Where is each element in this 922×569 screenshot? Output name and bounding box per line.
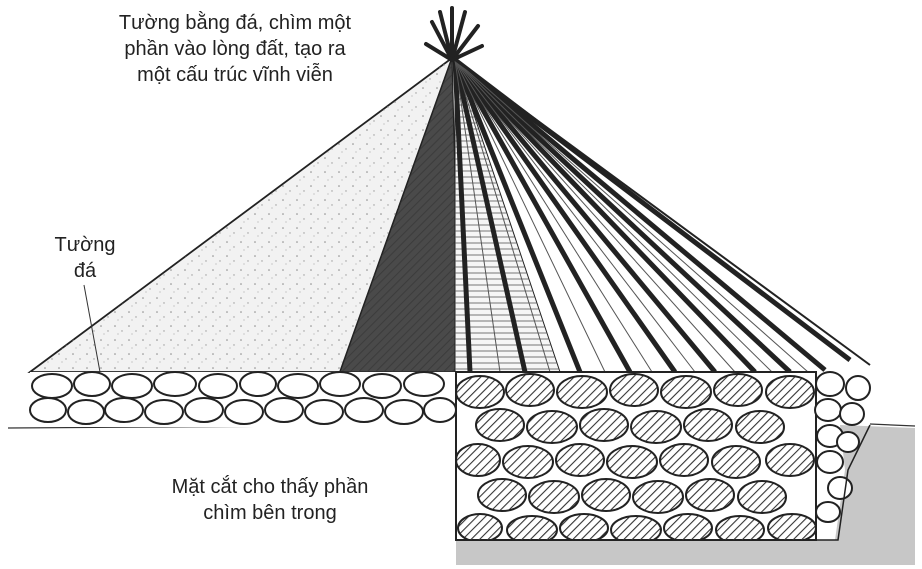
stone-wall-left [30,372,458,427]
roof-tuft [426,8,482,60]
roof-rafters [455,60,850,372]
pit-stone-section [456,372,816,544]
caption-cross-section: Mặt cắt cho thấy phần chìm bên trong [120,474,420,526]
caption-stone-wall: Tường đá [40,232,130,284]
caption-sunken-stone-wall: Tường bằng đá, chìm một phần vào lòng đấ… [80,10,390,88]
ground-line-right [870,424,915,426]
